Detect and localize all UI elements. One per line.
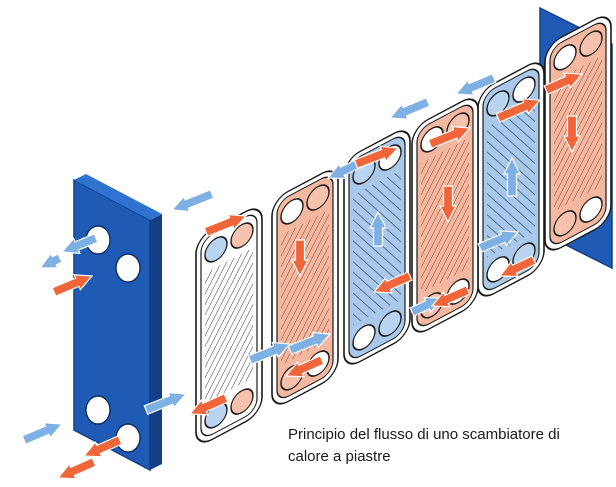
hot-flow-arrow-icon xyxy=(495,98,542,123)
front-frame-side xyxy=(150,214,162,470)
plate-6-port-3 xyxy=(553,210,577,237)
front-frame-face xyxy=(73,178,151,472)
hot-flow-arrow-icon xyxy=(427,125,472,149)
hot-flow-arrow-icon xyxy=(498,255,537,278)
hot-flow-arrow-icon xyxy=(430,285,471,308)
hot-flow-arrow-icon xyxy=(543,72,584,95)
plate-1-corrugation xyxy=(205,247,253,404)
plate-2 xyxy=(271,170,339,405)
plate-6 xyxy=(544,16,612,251)
front-frame-plate xyxy=(73,174,162,472)
cold-flow-arrow-icon xyxy=(170,189,215,213)
cold-flow-arrow-icon xyxy=(21,422,64,445)
plate-1-port-4 xyxy=(230,388,254,415)
hot-flow-arrow-icon xyxy=(51,274,94,297)
plate-3-port-3 xyxy=(352,324,376,351)
hot-flow-arrow-icon xyxy=(563,115,581,154)
cold-flow-arrow-icon xyxy=(247,341,292,365)
hot-flow-arrow-icon xyxy=(56,457,97,480)
hot-flow-arrow-icon xyxy=(188,393,229,416)
front-frame-port-2 xyxy=(115,253,141,283)
hot-flow-arrow-icon xyxy=(203,213,248,237)
plate-1 xyxy=(195,208,263,443)
plate-3 xyxy=(343,130,411,365)
cold-flow-arrow-icon xyxy=(38,252,63,269)
cold-flow-arrow-icon xyxy=(503,156,521,197)
hot-flow-arrow-icon xyxy=(372,271,413,294)
plate-2-corrugation xyxy=(281,209,329,366)
plate-3-port-4 xyxy=(378,310,402,337)
plate-6-port-1 xyxy=(553,44,577,71)
plate-6-port-4 xyxy=(579,196,603,223)
cold-flow-arrow-icon xyxy=(143,391,188,415)
caption-line-1: Principio del flusso di uno scambiatore … xyxy=(288,426,560,443)
plate-2-port-2 xyxy=(306,184,330,211)
diagram-caption: Principio del flusso di uno scambiatore … xyxy=(288,424,616,468)
hot-flow-arrow-icon xyxy=(353,145,400,169)
plate-1-port-2 xyxy=(230,222,254,249)
cold-flow-arrow-icon xyxy=(477,230,520,253)
front-frame-top xyxy=(74,174,162,220)
plate-6-corrugation xyxy=(554,55,602,212)
cold-flow-arrow-icon xyxy=(454,73,497,96)
plate-3-corrugation xyxy=(353,169,401,326)
plate-6-port-2 xyxy=(579,30,603,57)
front-frame-port-3 xyxy=(85,395,111,425)
cold-flow-arrow-icon xyxy=(369,210,387,247)
hot-flow-arrow-icon xyxy=(82,435,123,458)
plate-1-port-1 xyxy=(204,236,228,263)
caption-line-2: calore a piastre xyxy=(288,448,391,465)
cold-flow-arrow-icon xyxy=(60,233,99,254)
plate-2-port-1 xyxy=(280,198,304,225)
cold-flow-arrow-icon xyxy=(287,331,332,355)
cold-flow-arrow-icon xyxy=(388,97,431,120)
hot-flow-arrow-icon xyxy=(291,239,309,278)
hot-flow-arrow-icon xyxy=(284,355,325,378)
hot-flow-arrow-icon xyxy=(439,185,457,224)
